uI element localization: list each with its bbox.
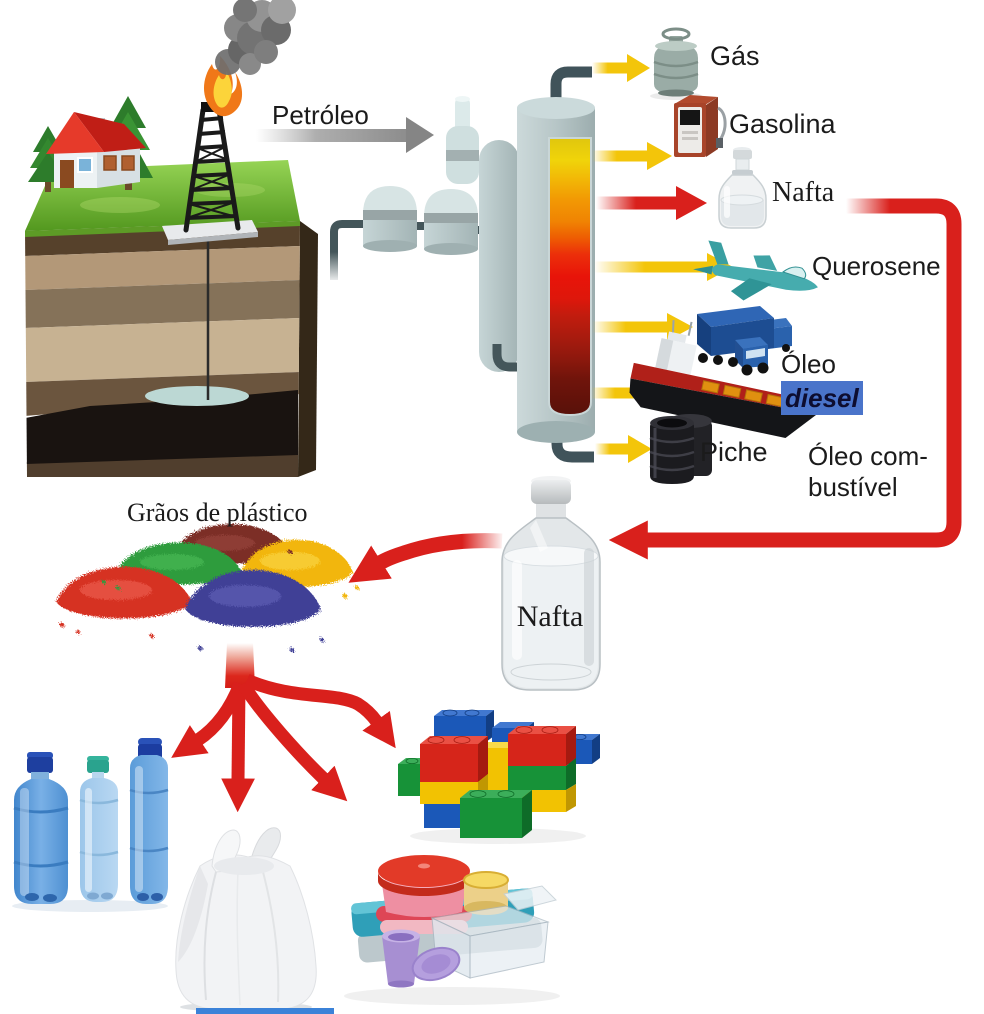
plastic-grains-icon — [56, 524, 360, 655]
dome-vessel — [363, 186, 417, 252]
plastic-bottles-icon — [12, 738, 169, 912]
ship-icon — [629, 320, 818, 439]
label-oleo-diesel: Óleo diesel — [781, 347, 863, 415]
arrow-piche — [595, 435, 652, 463]
distillation-column — [517, 66, 595, 463]
nafta-bottle-small-icon — [718, 147, 767, 229]
nafta-return-path — [608, 198, 962, 560]
column-cutaway-window — [548, 137, 592, 417]
label-nafta-bottle: Nafta — [516, 600, 584, 633]
label-oleo-combustivel-line1: Óleo com- — [808, 441, 928, 471]
bottom-edge-strip — [196, 1008, 334, 1014]
airplane-icon — [693, 240, 818, 301]
brick-green-front — [460, 790, 532, 838]
smoke-icon — [215, 0, 296, 75]
container-purple-cups — [382, 929, 461, 988]
label-oleo-diesel-line2: diesel — [781, 381, 863, 415]
bottle-tall — [129, 738, 169, 904]
stack-right — [508, 726, 576, 812]
container-clear-lid — [503, 885, 557, 911]
medium-column — [479, 140, 522, 372]
label-oleo-combustivel: Óleo com- bustível — [808, 441, 928, 503]
arrow-to-containers — [237, 680, 348, 802]
arrow-gas — [592, 54, 650, 82]
trucks-icon — [697, 306, 792, 376]
label-graos-de-plastico: Grãos de plástico — [127, 498, 308, 527]
refinery — [330, 66, 595, 463]
earth-cross-section — [25, 221, 318, 477]
gas-canister-icon — [650, 27, 702, 100]
label-gasolina: Gasolina — [729, 109, 836, 139]
label-querosene: Querosene — [812, 251, 941, 281]
nafta-bottle-large-icon — [501, 476, 601, 691]
house-icon — [46, 112, 146, 188]
label-piche: Piche — [700, 437, 768, 467]
arrow-to-bag — [221, 685, 255, 813]
big-truck — [697, 306, 774, 376]
building-blocks-icon — [398, 709, 600, 844]
front-barrel — [649, 416, 695, 484]
label-petroleo: Petróleo — [272, 100, 369, 130]
label-gas: Gás — [710, 41, 760, 71]
dome-vessel — [424, 189, 478, 255]
barrels-icon — [649, 414, 712, 484]
fuel-pump-icon — [674, 95, 727, 157]
grain-pile-blue — [185, 570, 321, 627]
arrow-nafta — [596, 186, 707, 220]
label-nafta-small: Nafta — [772, 177, 835, 208]
nafta-to-grains-arrow — [348, 533, 503, 583]
plastic-bag-icon — [175, 827, 317, 1012]
petroleo-arrow — [256, 117, 434, 153]
arrow-to-blocks — [244, 674, 396, 749]
flame-icon — [204, 56, 243, 117]
fan-arrows — [171, 643, 396, 813]
bottle-medium — [79, 756, 119, 902]
food-containers-icon — [344, 855, 560, 1005]
bottle-large — [13, 752, 69, 904]
label-oleo-combustivel-line2: bustível — [808, 472, 898, 502]
small-vessel — [446, 96, 479, 184]
product-arrows — [591, 54, 733, 463]
arrow-gasolina — [592, 142, 672, 170]
grain-pile-red — [56, 566, 192, 619]
label-oleo-diesel-line1: Óleo — [781, 349, 836, 379]
